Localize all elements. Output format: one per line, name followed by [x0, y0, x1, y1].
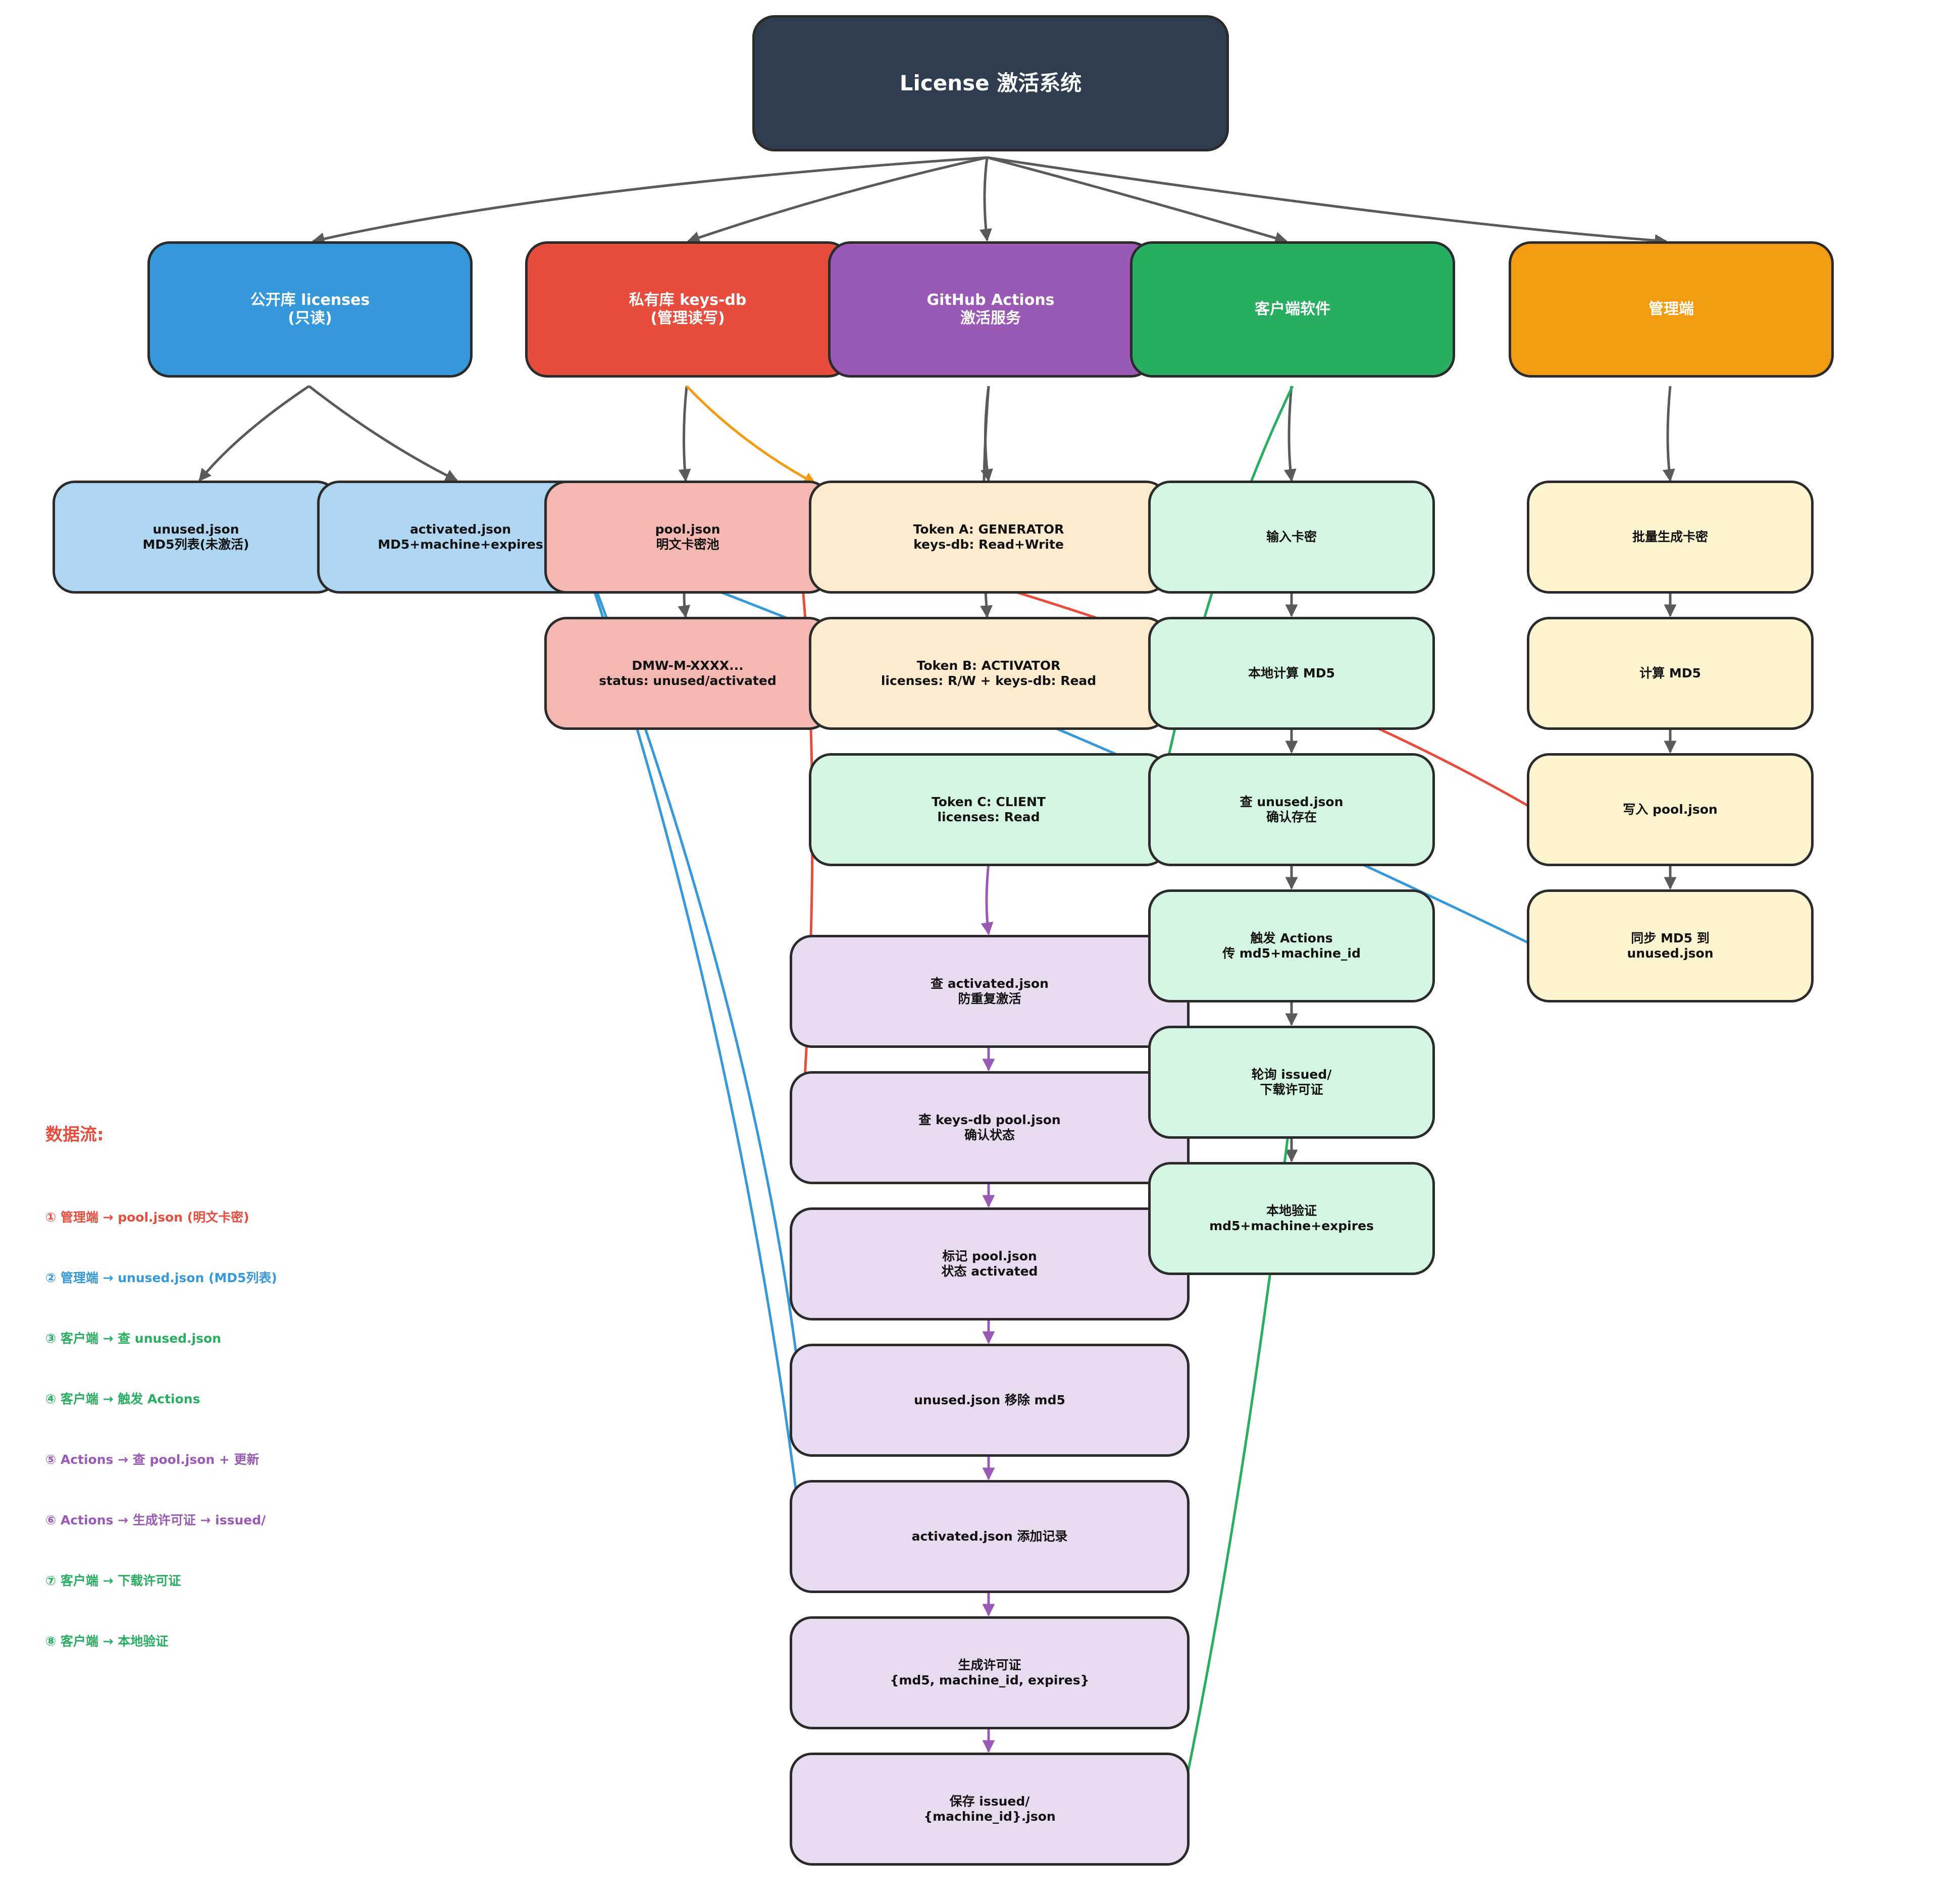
legend-item: ⑧ 客户端 → 本地验证	[45, 1634, 169, 1649]
token-a-node: Token A: GENERATOR keys-db: Read+Write	[809, 481, 1168, 594]
github-actions-node: GitHub Actions 激活服务	[828, 241, 1153, 378]
flow-admin-unused	[575, 536, 1535, 947]
public-repo-node: 公开库 licenses (只读)	[147, 241, 473, 378]
admin-compute-md5-node: 计算 MD5	[1527, 617, 1814, 730]
client-verify-node: 本地验证 md5+machine+expires	[1148, 1162, 1435, 1275]
legend-item: ⑥ Actions → 生成许可证 → issued/	[45, 1513, 266, 1527]
pool-json-node: pool.json 明文卡密池	[544, 481, 831, 594]
admin-sync-md5-node: 同步 MD5 到 unused.json	[1527, 889, 1814, 1002]
client-poll-issued-node: 轮询 issued/ 下载许可证	[1148, 1026, 1435, 1139]
client-trigger-actions-node: 触发 Actions 传 md5+machine_id	[1148, 889, 1435, 1002]
edge-root-public	[312, 156, 988, 245]
admin-node: 管理端	[1509, 241, 1834, 378]
edge-admin-gen	[1662, 386, 1675, 482]
unused-json-node: unused.json MD5列表(未激活)	[53, 481, 339, 594]
edge-private-token-a	[686, 385, 817, 485]
action-generate-license-node: 生成许可证 {md5, machine_id, expires}	[790, 1616, 1190, 1729]
edge-public-unused	[198, 385, 310, 482]
action-remove-md5-node: unused.json 移除 md5	[790, 1344, 1190, 1457]
dmw-key-node: DMW-M-XXXX... status: unused/activated	[544, 617, 831, 730]
token-c-node: Token C: CLIENT licenses: Read	[809, 753, 1168, 866]
action-check-pool-node: 查 keys-db pool.json 确认状态	[790, 1071, 1190, 1184]
legend-item: ③ 客户端 → 查 unused.json	[45, 1331, 221, 1346]
client-compute-md5-node: 本地计算 MD5	[1148, 617, 1435, 730]
action-save-issued-node: 保存 issued/ {machine_id}.json	[790, 1753, 1190, 1866]
edge-root-private	[687, 156, 988, 244]
legend-item: ② 管理端 → unused.json (MD5列表)	[45, 1271, 277, 1285]
edge-public-activated	[308, 385, 458, 482]
action-mark-pool-node: 标记 pool.json 状态 activated	[790, 1207, 1190, 1320]
private-repo-node: 私有库 keys-db (管理读写)	[525, 241, 850, 378]
edge-token-c-act1	[981, 863, 994, 935]
token-b-node: Token B: ACTIVATOR licenses: R/W + keys-…	[809, 617, 1168, 730]
edge-client-input	[1283, 386, 1297, 482]
legend-title: 数据流:	[45, 1125, 104, 1145]
edge-root-client	[987, 156, 1288, 244]
legend-item: ④ 客户端 → 触发 Actions	[45, 1392, 200, 1406]
client-check-unused-node: 查 unused.json 确认存在	[1148, 753, 1435, 866]
legend-item: ⑤ Actions → 查 pool.json + 更新	[45, 1452, 260, 1467]
admin-batch-generate-node: 批量生成卡密	[1527, 481, 1814, 594]
root-node: License 激活系统	[752, 15, 1229, 151]
legend-item: ⑦ 客户端 → 下载许可证	[45, 1573, 181, 1588]
edge-root-actions	[979, 157, 992, 242]
client-software-node: 客户端软件	[1130, 241, 1455, 378]
action-check-activated-node: 查 activated.json 防重复激活	[790, 935, 1190, 1048]
edge-root-admin	[987, 156, 1668, 247]
edge-private-pool	[678, 386, 691, 482]
client-input-key-node: 输入卡密	[1148, 481, 1435, 594]
legend-item: ① 管理端 → pool.json (明文卡密)	[45, 1210, 249, 1225]
action-add-record-node: activated.json 添加记录	[790, 1480, 1190, 1593]
admin-write-pool-node: 写入 pool.json	[1527, 753, 1814, 866]
